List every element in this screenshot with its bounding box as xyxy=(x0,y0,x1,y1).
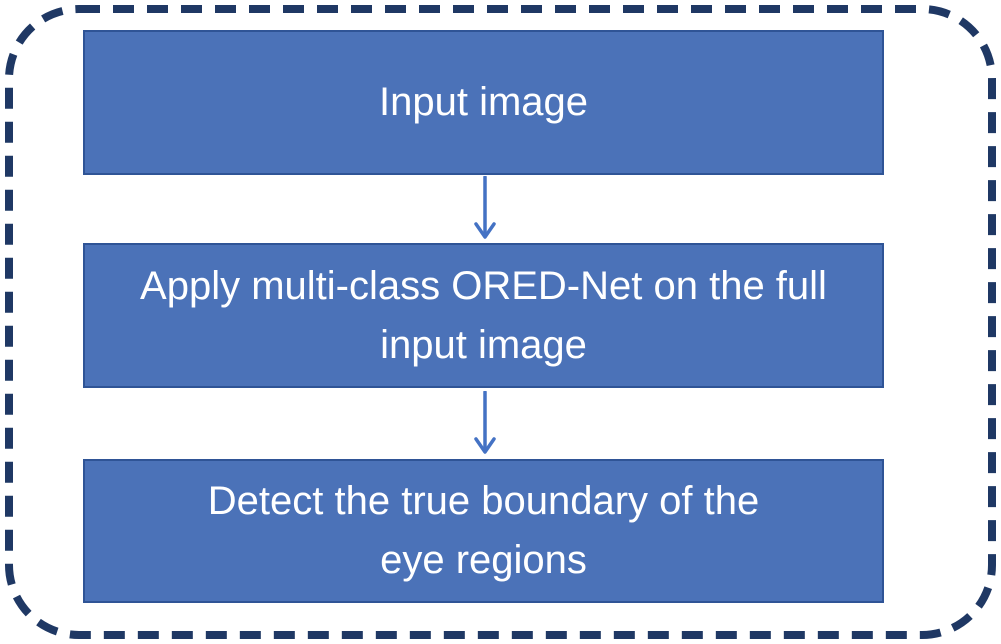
flow-step-apply-ored-net: Apply multi-class ORED-Net on the full i… xyxy=(83,243,884,388)
down-arrow-icon xyxy=(474,391,496,454)
flow-step-label-line: input image xyxy=(380,322,587,367)
flow-step-label-line: Detect the true boundary of the xyxy=(207,479,760,523)
down-arrow-icon xyxy=(474,176,496,239)
flow-step-label-line: eye regions xyxy=(380,538,587,582)
flow-step-input-image: Input image xyxy=(83,30,884,175)
flow-step-label: Input image xyxy=(378,80,589,124)
flow-step-label-line: Apply multi-class ORED-Net on the full xyxy=(140,263,827,308)
flow-step-detect-boundary: Detect the true boundary of the eye regi… xyxy=(83,459,884,603)
